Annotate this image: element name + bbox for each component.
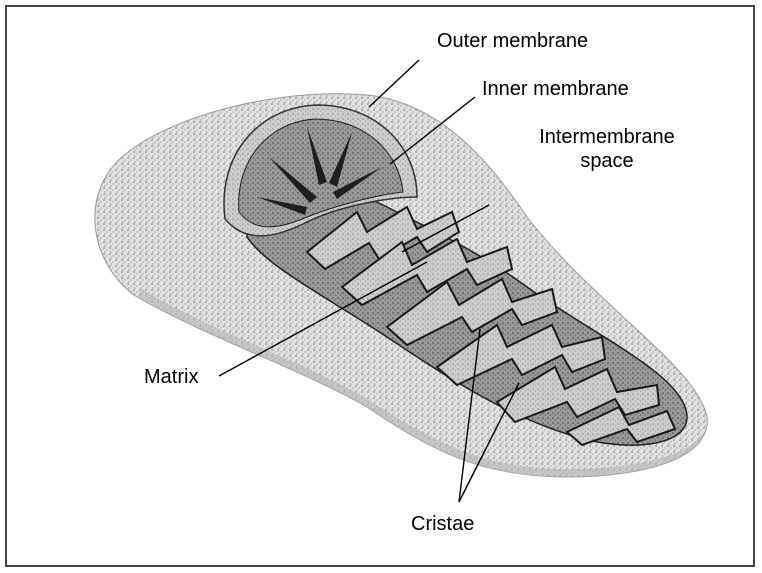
label-cristae: Cristae: [411, 512, 474, 536]
label-matrix: Matrix: [144, 365, 198, 389]
mitochondrion-illustration: [7, 7, 755, 567]
label-intermembrane-line2: space: [507, 149, 707, 173]
label-intermembrane-space: Intermembrane space: [507, 125, 707, 173]
label-outer-membrane: Outer membrane: [437, 29, 588, 53]
label-intermembrane-line1: Intermembrane: [507, 125, 707, 149]
label-inner-membrane: Inner membrane: [482, 77, 629, 101]
diagram-frame: Outer membrane Inner membrane Intermembr…: [5, 5, 755, 567]
